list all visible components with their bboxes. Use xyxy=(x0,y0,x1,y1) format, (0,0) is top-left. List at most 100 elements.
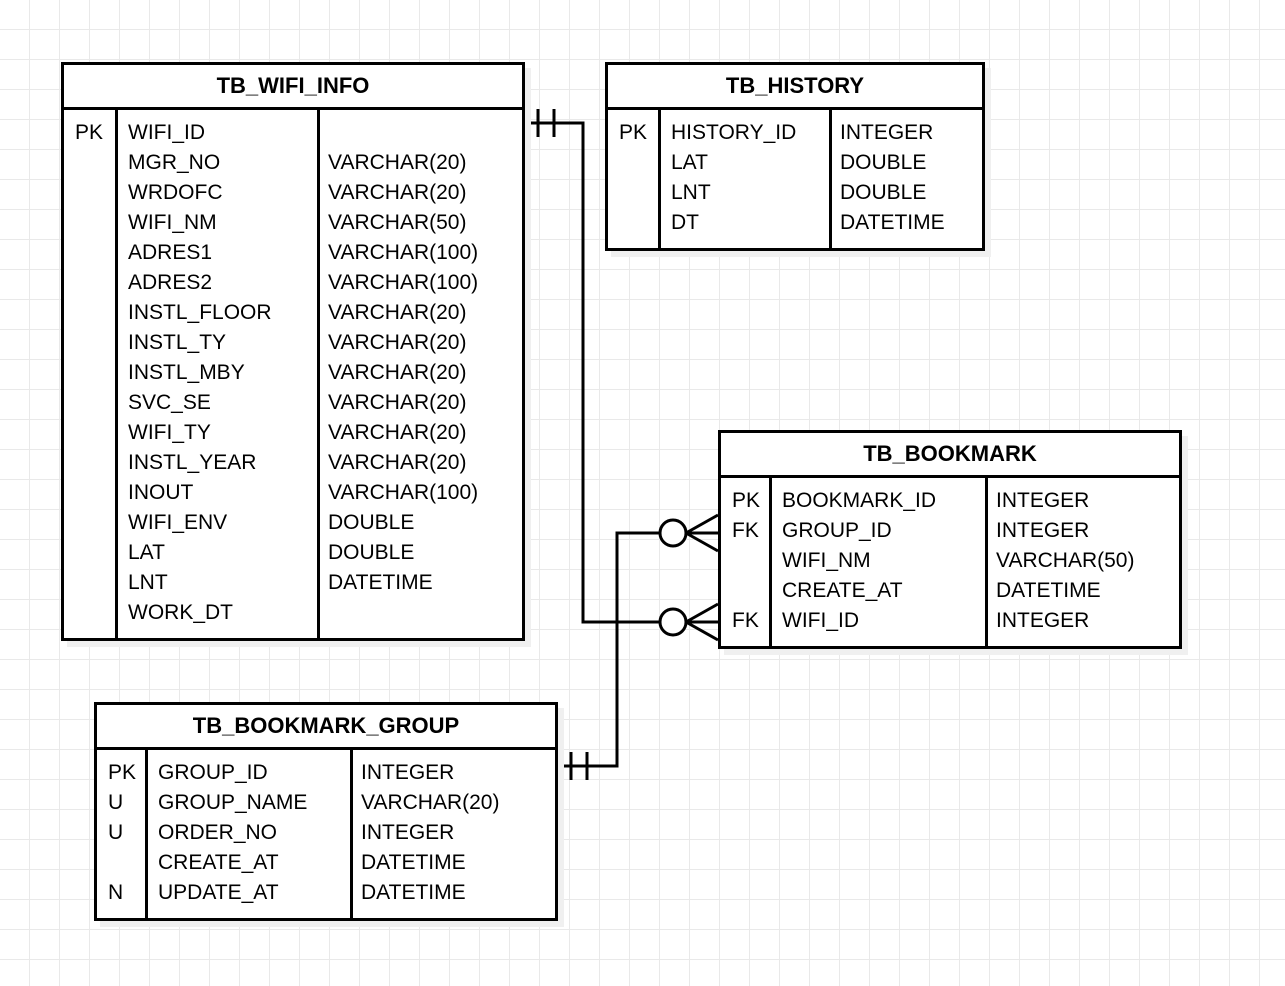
column-type: INTEGER xyxy=(840,121,934,144)
key-cell xyxy=(64,538,115,568)
key-cell xyxy=(64,358,115,388)
key-cell: FK xyxy=(732,519,759,542)
entity-body-tb-history: PK HISTORY_ID LAT LNT DT INTEGER DOUBLE … xyxy=(608,110,982,248)
column-type: INTEGER xyxy=(996,519,1090,542)
column-type: DATETIME xyxy=(840,211,945,234)
key-column-tb-history: PK xyxy=(608,110,661,248)
column-name: CREATE_AT xyxy=(782,579,903,602)
column-name: LNT xyxy=(128,571,168,594)
column-type: VARCHAR(20) xyxy=(328,391,467,414)
column-name: ADRES1 xyxy=(128,241,213,264)
column-name: UPDATE_AT xyxy=(158,881,279,904)
column-name: HISTORY_ID xyxy=(671,121,797,144)
column-type: INTEGER xyxy=(996,489,1090,512)
type-column-tb-wifi-info: VARCHAR(20) VARCHAR(20) VARCHAR(50) VARC… xyxy=(320,110,522,638)
column-type: VARCHAR(100) xyxy=(328,271,479,294)
relationship-group-to-bookmark[interactable] xyxy=(558,513,719,780)
key-cell xyxy=(97,848,145,878)
key-cell xyxy=(721,546,769,576)
key-cell xyxy=(64,298,115,328)
column-name: LAT xyxy=(128,541,165,564)
column-name: ORDER_NO xyxy=(158,821,278,844)
entity-tb-bookmark[interactable]: TB_BOOKMARK PK FK FK BOOKMARK_ID GROUP_I… xyxy=(718,430,1182,649)
column-name: MGR_NO xyxy=(128,151,221,174)
column-name: WORK_DT xyxy=(128,601,233,624)
key-cell: PK xyxy=(619,121,648,144)
entity-body-tb-wifi-info: PK WIFI_ID MGR_NO xyxy=(64,110,522,638)
column-name: WIFI_ID xyxy=(782,609,859,632)
entity-tb-wifi-info[interactable]: TB_WIFI_INFO PK xyxy=(61,62,525,641)
key-cell xyxy=(64,238,115,268)
column-type: INTEGER xyxy=(361,821,455,844)
column-type: INTEGER xyxy=(361,761,455,784)
column-type: DOUBLE xyxy=(328,511,415,534)
name-column-tb-wifi-info: WIFI_ID MGR_NO WRDOFC WIFI_NM ADRES1 ADR… xyxy=(118,110,320,638)
type-column-tb-bookmark: INTEGER INTEGER VARCHAR(50) DATETIME INT… xyxy=(988,478,1179,646)
entity-title-tb-bookmark: TB_BOOKMARK xyxy=(721,433,1179,478)
entity-title-tb-wifi-info: TB_WIFI_INFO xyxy=(64,65,522,110)
column-type: VARCHAR(20) xyxy=(361,791,500,814)
relationship-wifi-to-bookmark[interactable] xyxy=(525,109,719,642)
key-cell xyxy=(64,208,115,238)
column-name: WIFI_TY xyxy=(128,421,211,444)
column-type: VARCHAR(100) xyxy=(328,241,479,264)
key-cell xyxy=(721,576,769,606)
entity-title-tb-history: TB_HISTORY xyxy=(608,65,982,110)
column-type: DOUBLE xyxy=(840,151,927,174)
column-type: DATETIME xyxy=(361,851,466,874)
key-cell: U xyxy=(108,791,124,814)
column-name: GROUP_ID xyxy=(782,519,892,542)
key-column-tb-bookmark-group: PK U U N xyxy=(97,750,148,918)
column-name: WIFI_NM xyxy=(782,549,871,572)
key-cell xyxy=(64,178,115,208)
entity-tb-bookmark-group[interactable]: TB_BOOKMARK_GROUP PK U U N GROUP_ID GROU… xyxy=(94,702,558,921)
column-name: WIFI_NM xyxy=(128,211,217,234)
entity-tb-history[interactable]: TB_HISTORY PK HISTORY_ID LAT LNT DT INTE… xyxy=(605,62,985,251)
column-type: VARCHAR(20) xyxy=(328,331,467,354)
column-type: VARCHAR(100) xyxy=(328,481,479,504)
entity-title-tb-bookmark-group: TB_BOOKMARK_GROUP xyxy=(97,705,555,750)
crowsfoot-prong-bot-group xyxy=(685,531,719,553)
column-name: WRDOFC xyxy=(128,181,223,204)
key-column-tb-wifi-info: PK xyxy=(64,110,118,638)
key-column-tb-bookmark: PK FK FK xyxy=(721,478,772,646)
key-cell: PK xyxy=(732,489,761,512)
column-type: DATETIME xyxy=(996,579,1101,602)
key-cell xyxy=(64,148,115,178)
column-type: VARCHAR(20) xyxy=(328,301,467,324)
column-name: BOOKMARK_ID xyxy=(782,489,937,512)
key-cell: U xyxy=(108,821,124,844)
name-column-tb-bookmark: BOOKMARK_ID GROUP_ID WIFI_NM CREATE_AT W… xyxy=(772,478,988,646)
column-name: LNT xyxy=(671,181,711,204)
crowsfoot-prong-top-wifi xyxy=(685,602,719,624)
key-cell xyxy=(608,148,658,178)
column-name: LAT xyxy=(671,151,708,174)
column-type: DATETIME xyxy=(361,881,466,904)
name-column-tb-bookmark-group: GROUP_ID GROUP_NAME ORDER_NO CREATE_AT U… xyxy=(148,750,353,918)
column-name: INSTL_FLOOR xyxy=(128,301,272,324)
cardinality-zero-circle-wifi xyxy=(658,607,688,637)
type-column-tb-history: INTEGER DOUBLE DOUBLE DATETIME xyxy=(832,110,982,248)
connector-path-group-to-bookmark xyxy=(558,531,660,768)
column-name: ADRES2 xyxy=(128,271,213,294)
column-name: DT xyxy=(671,211,699,234)
key-cell xyxy=(64,598,115,628)
key-cell xyxy=(64,478,115,508)
column-name: SVC_SE xyxy=(128,391,211,414)
key-cell xyxy=(64,508,115,538)
key-cell xyxy=(64,268,115,298)
column-type: VARCHAR(20) xyxy=(328,181,467,204)
column-type: VARCHAR(50) xyxy=(996,549,1135,572)
column-name: GROUP_NAME xyxy=(158,791,308,814)
crowsfoot-prong-top-group xyxy=(685,513,719,535)
column-type: VARCHAR(20) xyxy=(328,151,467,174)
column-name: INSTL_TY xyxy=(128,331,227,354)
column-name: INOUT xyxy=(128,481,194,504)
key-cell: PK xyxy=(108,761,137,784)
column-type: VARCHAR(20) xyxy=(328,451,467,474)
column-type: DOUBLE xyxy=(328,541,415,564)
column-type: INTEGER xyxy=(996,609,1090,632)
column-name: WIFI_ID xyxy=(128,121,205,144)
